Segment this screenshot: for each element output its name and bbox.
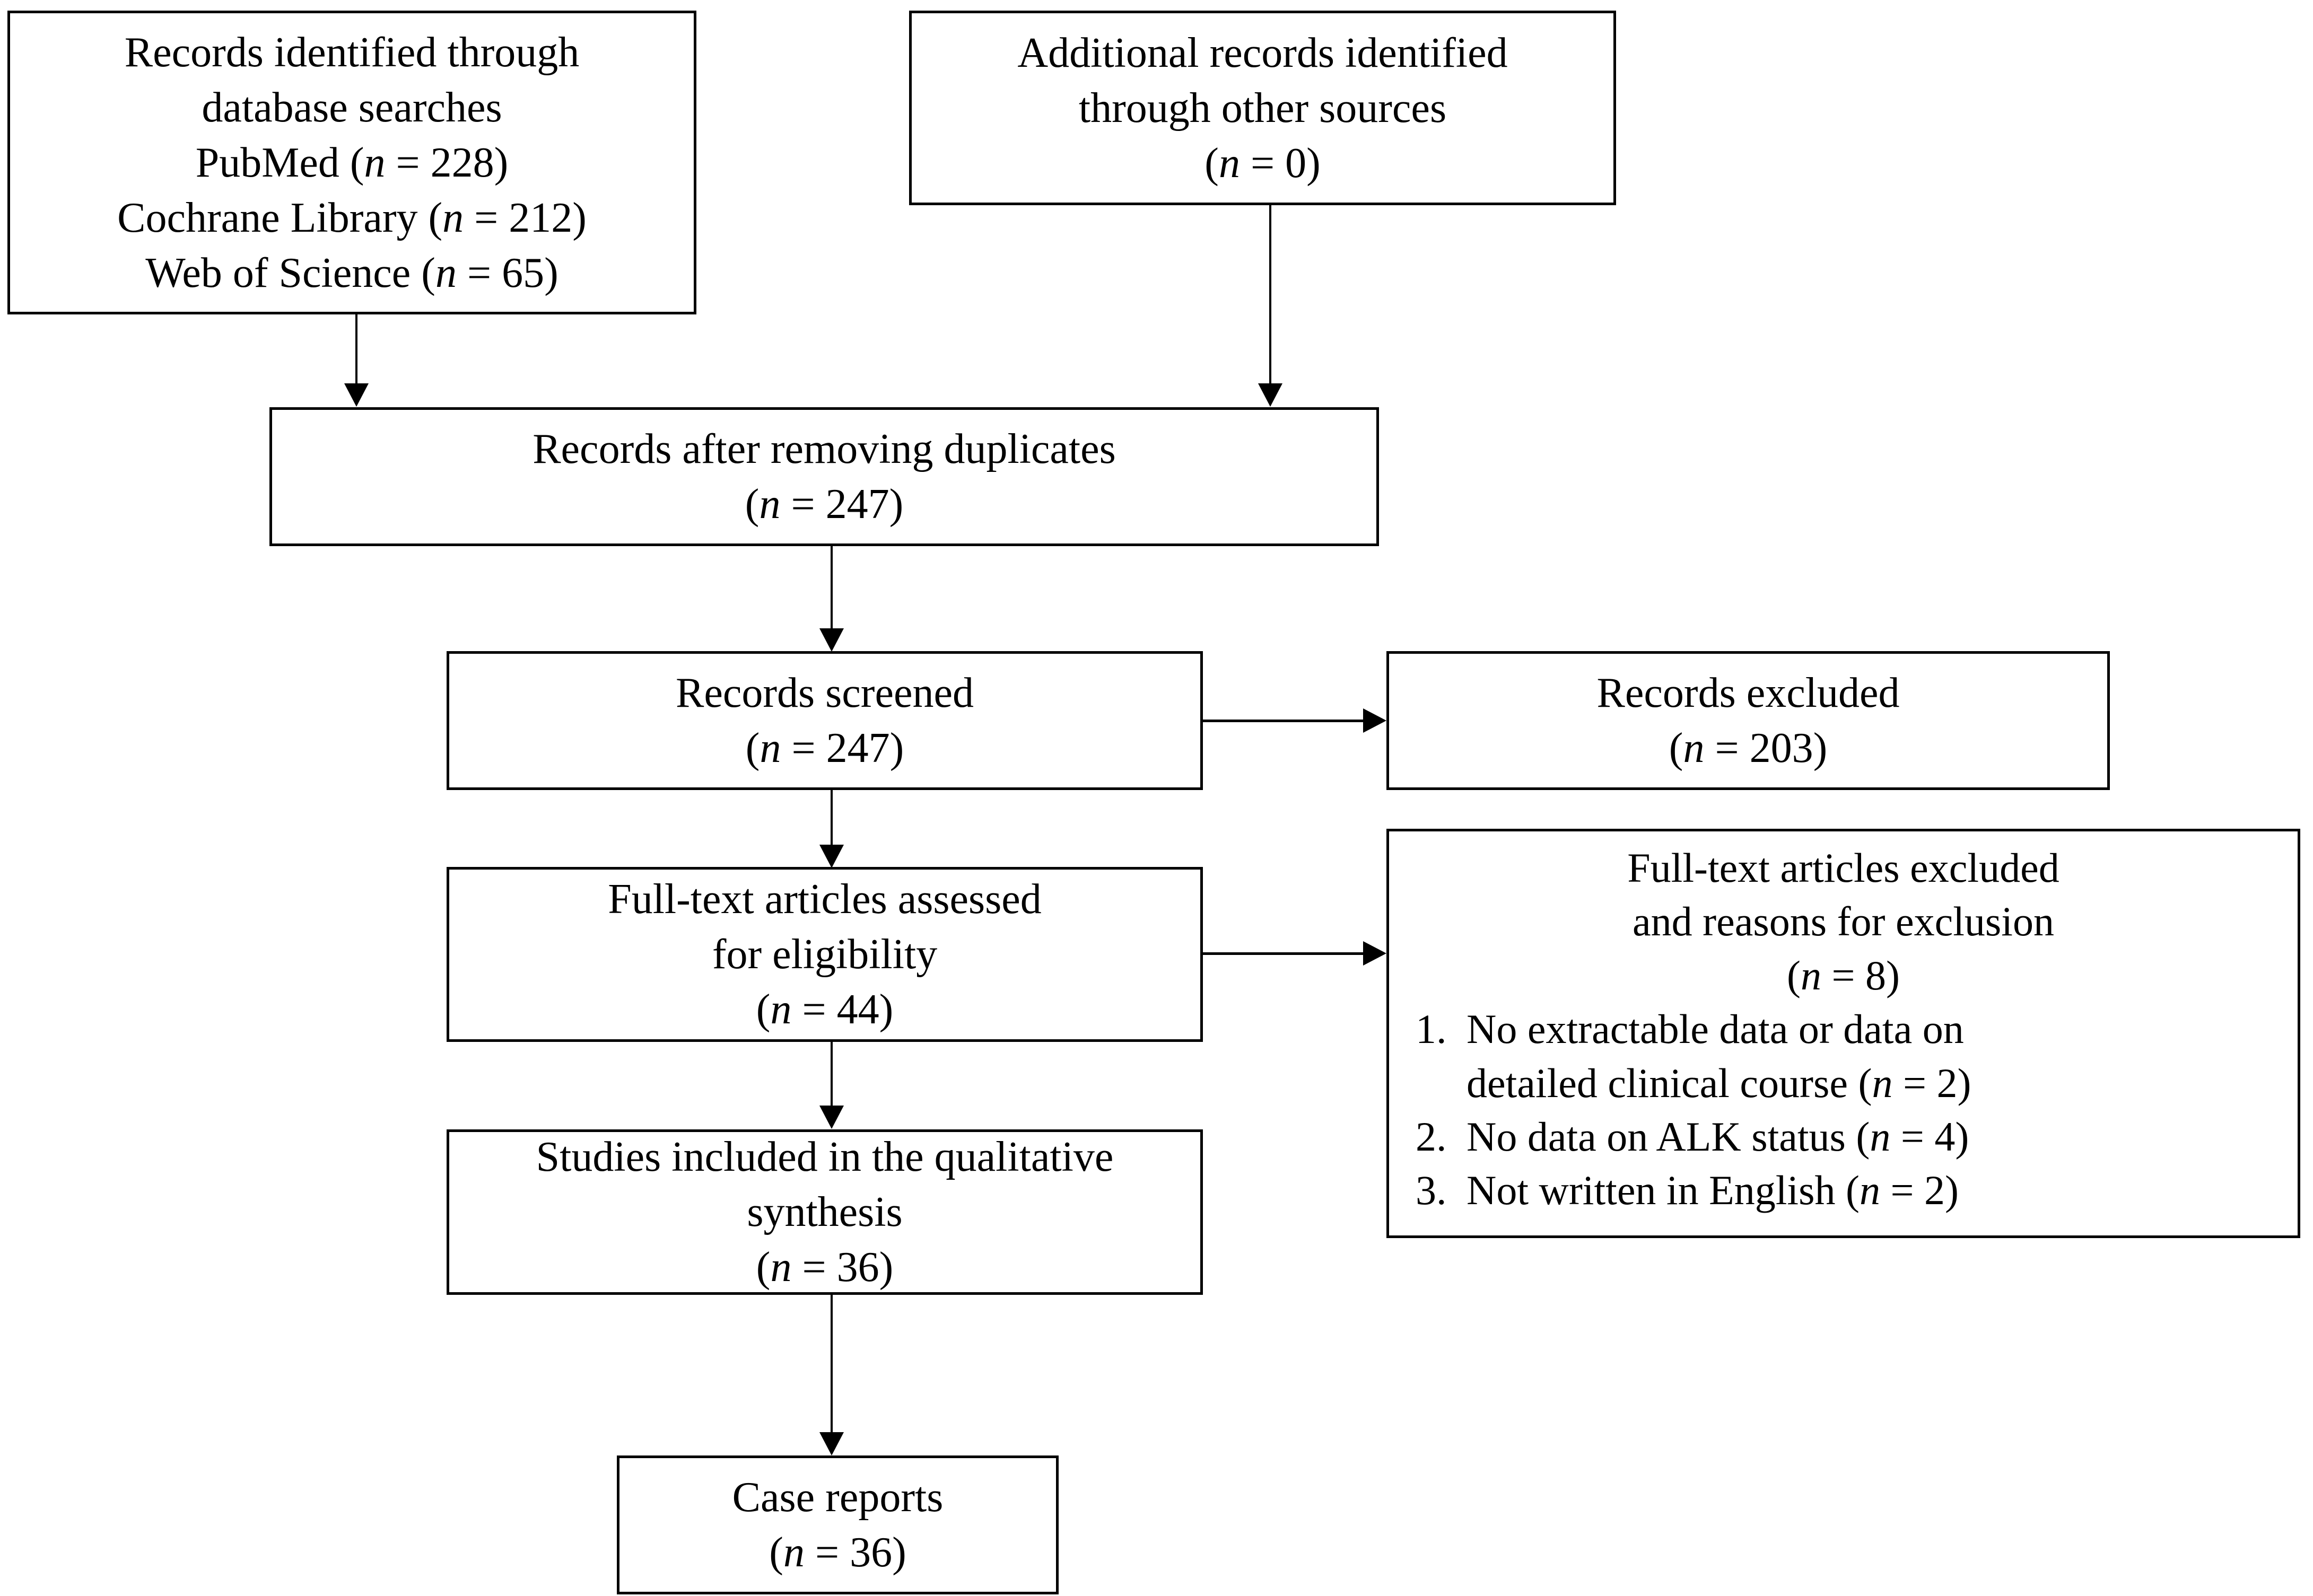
connector-database-to-duplicates-line bbox=[355, 314, 357, 383]
connector-screened-to-fulltext-line bbox=[831, 790, 833, 845]
box-line: synthesis bbox=[747, 1189, 903, 1235]
exclusion-reason-list: 1. No extractable data or data on detail… bbox=[1396, 1002, 2290, 1217]
box-line: Records after removing duplicates bbox=[533, 426, 1116, 472]
reason-text: Not written in English (n = 2) bbox=[1467, 1163, 2290, 1217]
box-line: (n = 8) bbox=[1787, 952, 1900, 998]
exclusion-reason-item: 1. No extractable data or data on detail… bbox=[1396, 1002, 2290, 1110]
reason-line: No data on ALK status (n = 4) bbox=[1467, 1113, 1969, 1160]
box-line: Records screened bbox=[676, 670, 974, 716]
box-case-reports: Case reports (n = 36) bbox=[617, 1455, 1059, 1594]
connector-synthesis-to-case-reports-arrow bbox=[819, 1432, 844, 1455]
box-line: Cochrane Library (n = 212) bbox=[117, 194, 587, 241]
box-line: database searches bbox=[202, 84, 502, 131]
connector-screened-to-fulltext-arrow bbox=[819, 845, 844, 868]
box-line: Full-text articles excluded bbox=[1627, 845, 2059, 891]
reason-line: detailed clinical course (n = 2) bbox=[1467, 1059, 1971, 1106]
box-line: Studies included in the qualitative bbox=[536, 1134, 1114, 1180]
box-studies-included-qualitative-synthesis: Studies included in the qualitative synt… bbox=[447, 1129, 1203, 1295]
reason-number: 2. bbox=[1416, 1113, 1447, 1160]
reason-number: 1. bbox=[1416, 1006, 1447, 1053]
reason-text: No data on ALK status (n = 4) bbox=[1467, 1110, 2290, 1163]
connector-screened-to-excluded-arrow bbox=[1363, 708, 1386, 733]
reason-text: No extractable data or data on detailed … bbox=[1467, 1002, 2290, 1110]
connector-screened-to-excluded-line bbox=[1203, 720, 1363, 722]
box-line: (n = 203) bbox=[1669, 725, 1828, 771]
reason-number: 3. bbox=[1416, 1167, 1447, 1214]
box-fulltext-assessed-eligibility: Full-text articles assessed for eligibil… bbox=[447, 867, 1203, 1042]
exclusion-reason-item: 3. Not written in English (n = 2) bbox=[1396, 1163, 2290, 1217]
reason-line: Not written in English (n = 2) bbox=[1467, 1167, 1959, 1214]
box-line: (n = 247) bbox=[745, 725, 904, 771]
reason-line: No extractable data or data on bbox=[1467, 1006, 1964, 1053]
box-line: PubMed (n = 228) bbox=[195, 139, 509, 186]
connector-other-to-duplicates-arrow bbox=[1258, 383, 1282, 407]
box-line: (n = 0) bbox=[1204, 139, 1321, 187]
connector-fulltext-to-excluded-line bbox=[1203, 952, 1363, 955]
box-records-excluded: Records excluded (n = 203) bbox=[1386, 651, 2110, 790]
box-records-identified-database: Records identified through database sear… bbox=[7, 11, 696, 314]
box-additional-records-other-sources: Additional records identified through ot… bbox=[909, 11, 1616, 205]
box-line: through other sources bbox=[1078, 84, 1447, 131]
box-line: (n = 36) bbox=[756, 1244, 894, 1291]
connector-synthesis-to-case-reports-line bbox=[831, 1295, 833, 1432]
connector-duplicates-to-screened-line bbox=[831, 546, 833, 628]
connector-fulltext-to-synthesis-arrow bbox=[819, 1106, 844, 1129]
box-line: (n = 247) bbox=[745, 481, 904, 528]
exclusion-reason-item: 2. No data on ALK status (n = 4) bbox=[1396, 1110, 2290, 1163]
box-line: for eligibility bbox=[712, 931, 938, 978]
box-line: Additional records identified bbox=[1017, 29, 1508, 76]
box-line: Web of Science (n = 65) bbox=[145, 249, 558, 296]
box-line: Records excluded bbox=[1596, 670, 1900, 716]
connector-duplicates-to-screened-arrow bbox=[819, 628, 844, 652]
box-line: and reasons for exclusion bbox=[1633, 898, 2054, 945]
box-fulltext-excluded-reasons: Full-text articles excluded and reasons … bbox=[1386, 829, 2300, 1238]
connector-other-to-duplicates-line bbox=[1269, 205, 1271, 383]
box-line: Records identified through bbox=[124, 29, 580, 76]
box-line: Full-text articles assessed bbox=[608, 876, 1042, 923]
box-line: (n = 36) bbox=[769, 1529, 906, 1576]
box-records-screened: Records screened (n = 247) bbox=[447, 651, 1203, 790]
box-records-after-removing-duplicates: Records after removing duplicates (n = 2… bbox=[269, 407, 1379, 546]
box-line: Case reports bbox=[732, 1474, 944, 1521]
box-line: (n = 44) bbox=[756, 986, 894, 1033]
connector-fulltext-to-excluded-arrow bbox=[1363, 941, 1386, 966]
connector-database-to-duplicates-arrow bbox=[344, 383, 369, 407]
connector-fulltext-to-synthesis-line bbox=[831, 1042, 833, 1106]
